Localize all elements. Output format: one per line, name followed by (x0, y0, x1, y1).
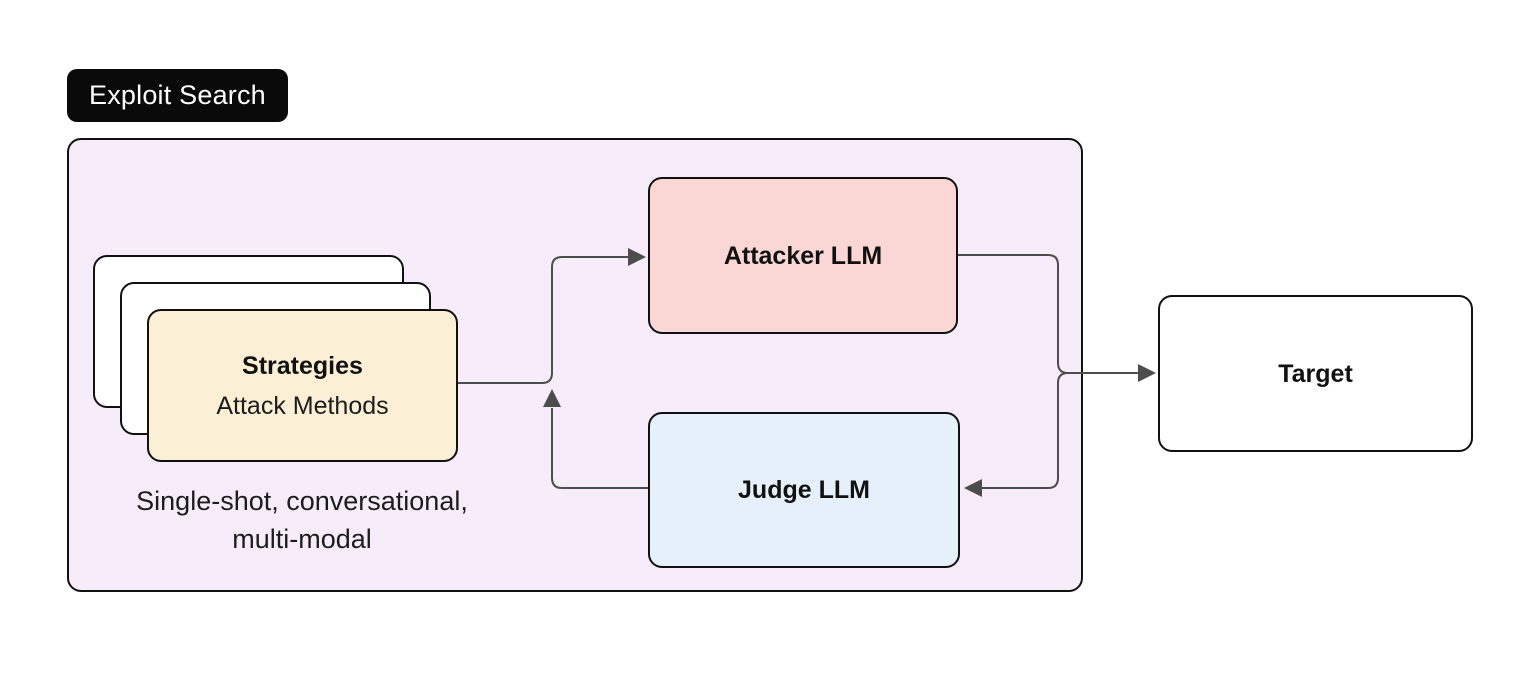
strategies-card: Strategies Attack Methods (147, 309, 458, 462)
target-node: Target (1158, 295, 1473, 452)
edge-strategies-to-attacker (458, 256, 632, 384)
judge-llm-label: Judge LLM (738, 476, 870, 504)
exploit-search-badge: Exploit Search (67, 69, 288, 122)
arrowhead-into-judge (964, 479, 982, 497)
strategies-subtitle: Attack Methods (216, 391, 389, 420)
caption-line-1: Single-shot, conversational, (136, 486, 468, 516)
arrowhead-up-junction (543, 389, 561, 407)
edge-judge-to-junction (551, 408, 648, 489)
judge-llm-node: Judge LLM (648, 412, 960, 568)
attacker-llm-node: Attacker LLM (648, 177, 958, 334)
strategies-title: Strategies (242, 351, 363, 380)
arrowhead-into-target (1138, 364, 1156, 382)
attacker-llm-label: Attacker LLM (723, 241, 883, 270)
strategies-caption: Single-shot, conversational, multi-modal (82, 482, 522, 558)
edge-attacker-to-target (958, 254, 1140, 374)
caption-line-2: multi-modal (232, 524, 372, 554)
edge-junction-to-judge (978, 372, 1069, 489)
arrowhead-into-attacker (628, 248, 646, 266)
target-label: Target (1278, 359, 1353, 388)
exploit-search-label: Exploit Search (89, 80, 266, 110)
